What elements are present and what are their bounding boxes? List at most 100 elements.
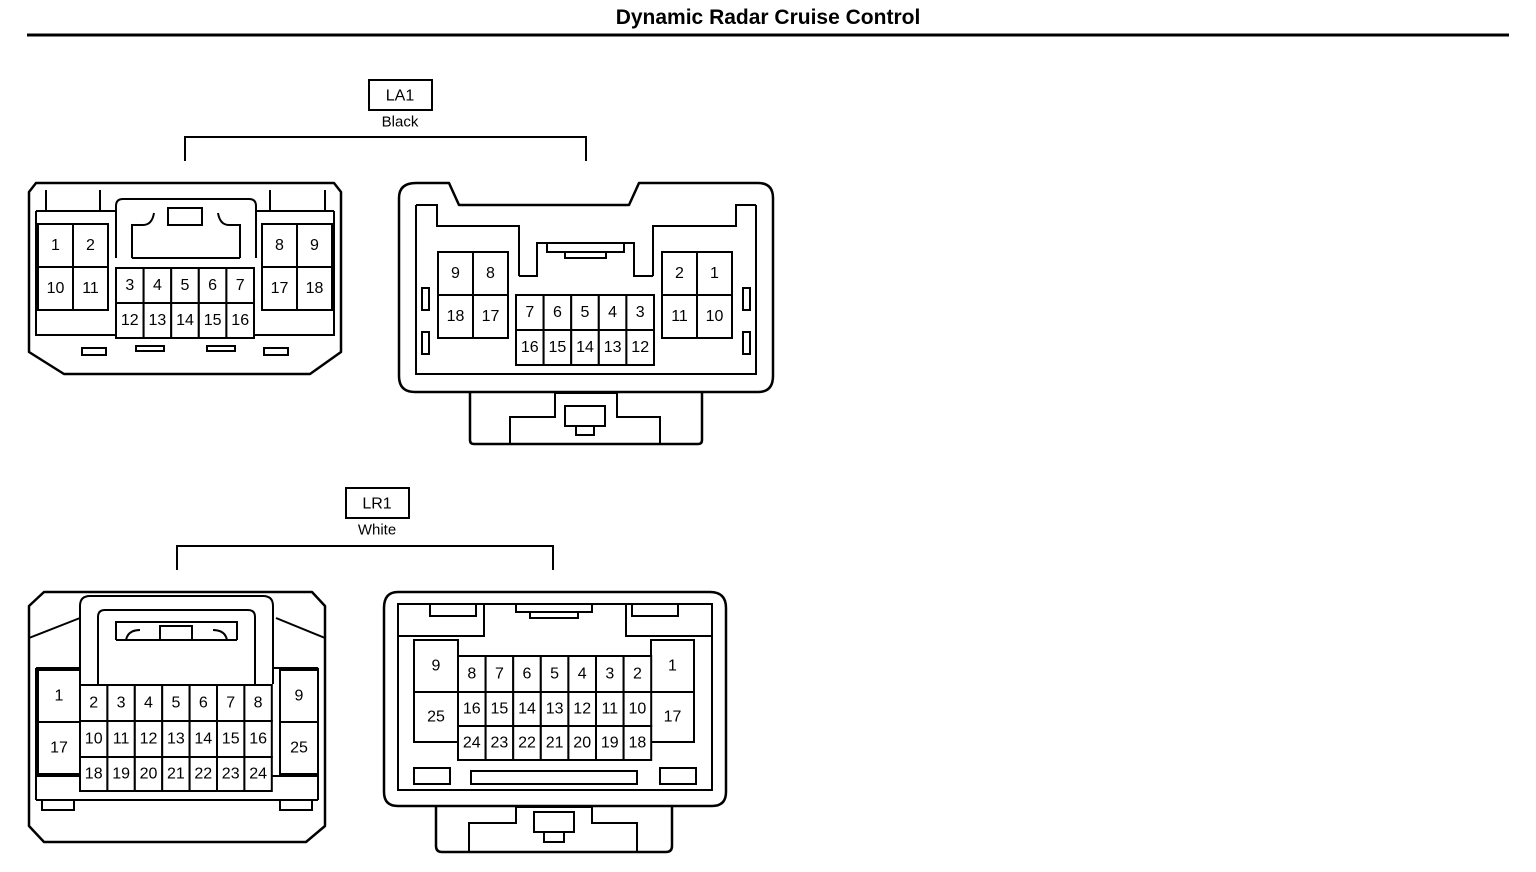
pin-cavity [243, 756, 273, 792]
pin-cavity [161, 720, 191, 758]
pin-number: 11 [82, 280, 99, 297]
pin-cavity [37, 721, 81, 775]
pin-number: 3 [117, 695, 126, 712]
pin-cavity [37, 669, 81, 723]
pin-number: 8 [275, 237, 284, 254]
pin-number: 7 [236, 277, 245, 294]
pin-number: 2 [89, 695, 98, 712]
pin-number: 2 [633, 666, 642, 683]
pin-cavity [570, 329, 600, 366]
pin-cavity [570, 294, 600, 331]
pin-cavity [622, 691, 653, 727]
pin-cavity [650, 639, 695, 693]
pin-cavity [661, 294, 698, 339]
pin-number: 9 [295, 688, 304, 705]
pin-number: 17 [50, 740, 68, 757]
pin-number: 5 [171, 695, 180, 712]
pin-number: 1 [710, 265, 719, 282]
pin-number: 2 [86, 237, 95, 254]
pin-cavity [696, 251, 733, 296]
connector-color-lr1: White [358, 522, 396, 539]
pin-number: 21 [167, 766, 185, 783]
pin-cavity [597, 329, 628, 366]
pin-number: 25 [290, 740, 308, 757]
pin-cavity [515, 329, 545, 366]
pin-number: 13 [546, 701, 564, 718]
pin-number: 1 [55, 688, 64, 705]
connector-code-la1: LA1 [386, 88, 415, 105]
pin-cavity [170, 302, 200, 339]
pin-number: 4 [608, 304, 617, 321]
diagram-title: Dynamic Radar Cruise Control [615, 6, 921, 29]
pin-cavity [542, 329, 573, 366]
pin-number: 15 [204, 312, 222, 329]
connector-label-lr1: LR1 White [176, 487, 554, 570]
pin-number: 6 [523, 666, 532, 683]
pin-cavity [216, 756, 246, 792]
pin-number: 22 [194, 766, 212, 783]
pin-cavity [188, 720, 219, 758]
pin-number: 1 [668, 658, 677, 675]
pin-number: 18 [629, 735, 647, 752]
pin-number: 12 [573, 701, 591, 718]
pin-number: 17 [482, 308, 500, 325]
pin-number: 23 [491, 735, 509, 752]
pin-number: 13 [604, 339, 622, 356]
pin-number: 7 [495, 666, 504, 683]
pin-number: 25 [427, 709, 445, 726]
pin-number: 13 [167, 731, 185, 748]
pin-number: 20 [140, 766, 158, 783]
pin-number: 10 [706, 308, 724, 325]
pin-number: 19 [601, 735, 619, 752]
pin-number: 12 [631, 339, 649, 356]
pin-number: 17 [271, 280, 289, 297]
pin-number: 15 [491, 701, 509, 718]
pin-cavity [279, 721, 319, 775]
pin-cavity [539, 655, 570, 693]
pin-number: 11 [113, 731, 130, 748]
pin-number: 8 [467, 666, 476, 683]
pin-cavity [225, 267, 255, 304]
pin-cavity [696, 294, 733, 339]
pin-number: 9 [310, 237, 319, 254]
pin-number: 18 [447, 308, 465, 325]
pin-number: 7 [525, 304, 534, 321]
pin-number: 10 [47, 280, 65, 297]
pin-number: 6 [208, 277, 217, 294]
pin-number: 9 [451, 265, 460, 282]
pin-number: 2 [675, 265, 684, 282]
pin-cavity [472, 294, 509, 339]
pin-number: 8 [254, 695, 263, 712]
pin-number: 4 [153, 277, 162, 294]
pin-number: 12 [121, 312, 139, 329]
pin-cavity [79, 684, 109, 722]
connector-housing-lr1-male [27, 590, 327, 844]
pin-number: 14 [576, 339, 594, 356]
pin-number: 19 [112, 766, 130, 783]
pin-number: 14 [176, 312, 194, 329]
pin-number: 3 [125, 277, 134, 294]
pin-number: 20 [573, 735, 591, 752]
pin-number: 11 [601, 701, 618, 718]
pin-number: 6 [199, 695, 208, 712]
pin-number: 15 [549, 339, 567, 356]
connector-code-lr1: LR1 [362, 496, 391, 513]
pin-number: 3 [605, 666, 614, 683]
pin-cavity [72, 266, 109, 311]
pin-cavity [413, 639, 459, 693]
pin-cavity [115, 302, 145, 339]
pin-number: 9 [432, 658, 441, 675]
pin-cavity [512, 655, 542, 693]
pin-number: 18 [85, 766, 103, 783]
connector-housing-la1-female [397, 181, 775, 446]
pin-cavity [437, 294, 474, 339]
pin-number: 1 [51, 237, 60, 254]
pin-cavity [261, 223, 298, 268]
pin-cavity [188, 756, 219, 792]
pin-number: 16 [521, 339, 539, 356]
pin-number: 7 [226, 695, 235, 712]
pin-number: 10 [85, 731, 103, 748]
